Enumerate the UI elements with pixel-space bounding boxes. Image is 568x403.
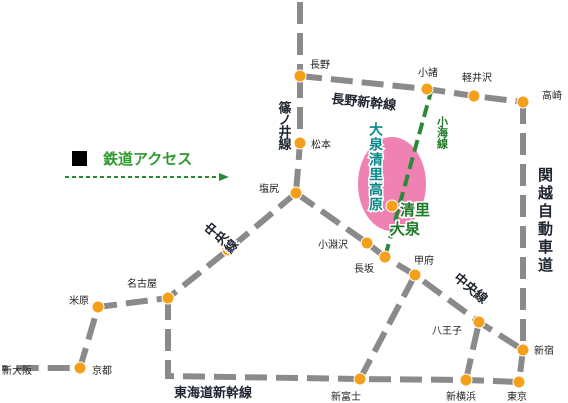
highlight-station-line2: 大泉	[390, 220, 421, 238]
label-tokaido-shinkansen: 東海道新幹線	[174, 385, 253, 401]
station-dot-nagano	[293, 69, 307, 83]
station-label-takasaki: 高崎	[542, 89, 562, 102]
station-dot-tokyo	[512, 375, 526, 389]
station-dot-kyoto	[73, 361, 87, 375]
station-dots	[73, 69, 530, 389]
station-dot-komoro	[420, 82, 434, 96]
station-label-shinjuku: 新宿	[534, 344, 554, 357]
station-dot-karuizawa	[467, 89, 481, 103]
station-label-shin-fuji: 新富士	[331, 390, 361, 403]
route-chuo-west	[2, 190, 298, 371]
resort-area	[358, 137, 426, 231]
station-label-maibara: 米原	[69, 294, 89, 307]
station-dot-shinjuku	[516, 343, 530, 357]
station-dot-takasaki	[516, 95, 530, 109]
label-shinonoi-line: 篠ノ井線	[276, 100, 292, 151]
koumi-line	[383, 87, 434, 258]
station-dot-kobuchizawa	[360, 236, 374, 250]
station-label-kobuchizawa: 小淵沢	[318, 238, 348, 251]
station-label-nagano: 長野	[310, 59, 330, 71]
route-chuo-central	[294, 190, 525, 353]
route-yokohama-hachioji	[463, 321, 482, 381]
station-dot-kiyosato	[385, 199, 399, 213]
route-lines	[2, 2, 526, 385]
station-dot-kofu	[408, 268, 422, 282]
station-label-shin-yokohama: 新横浜	[446, 390, 476, 403]
station-label-tokyo: 東京	[507, 390, 527, 403]
station-label-nagasaka: 長坂	[354, 263, 374, 275]
route-shinonoi	[293, 76, 303, 194]
route-kanetsu	[516, 102, 526, 383]
station-label-shiojiri: 塩尻	[259, 182, 279, 195]
station-label-komoro: 小諸	[418, 66, 438, 79]
resort-name: 大泉清里高原	[367, 121, 383, 212]
station-dot-shin-fuji	[353, 372, 367, 386]
route-fuji-kofu	[357, 273, 418, 381]
station-dot-hachioji	[472, 315, 486, 329]
station-label-matsumoto: 松本	[311, 138, 331, 151]
station-label-hachioji: 八王子	[432, 325, 462, 337]
legend-square	[72, 151, 87, 166]
station-dot-chuo-mid	[221, 243, 235, 257]
highlight-station-line1: 清里	[400, 201, 430, 219]
station-label-kofu: 甲府	[414, 254, 434, 267]
station-dot-nagoya	[161, 291, 175, 305]
station-label-karuizawa: 軽井沢	[462, 71, 492, 84]
label-koumi-line: 小海線	[436, 115, 450, 150]
legend-arrow-head	[219, 173, 229, 181]
station-dot-matsumoto	[293, 136, 307, 150]
station-dot-shiojiri	[289, 186, 303, 200]
station-label-kyoto: 京都	[92, 364, 112, 377]
station-dot-maibara	[91, 300, 105, 314]
station-label-nagoya: 名古屋	[127, 277, 157, 290]
route-nagano-shinkansen	[299, 73, 524, 105]
label-kanetsu: 関越自動車道	[536, 167, 554, 275]
station-dot-shin-yokohama	[459, 373, 473, 387]
legend-label: 鉄道アクセス	[103, 150, 192, 168]
route-tokaido	[165, 298, 520, 385]
station-dot-nagasaka	[378, 250, 392, 264]
label-nagano-shinkansen: 長野新幹線	[331, 91, 398, 114]
station-label-shin-osaka: 新大阪	[2, 364, 32, 377]
